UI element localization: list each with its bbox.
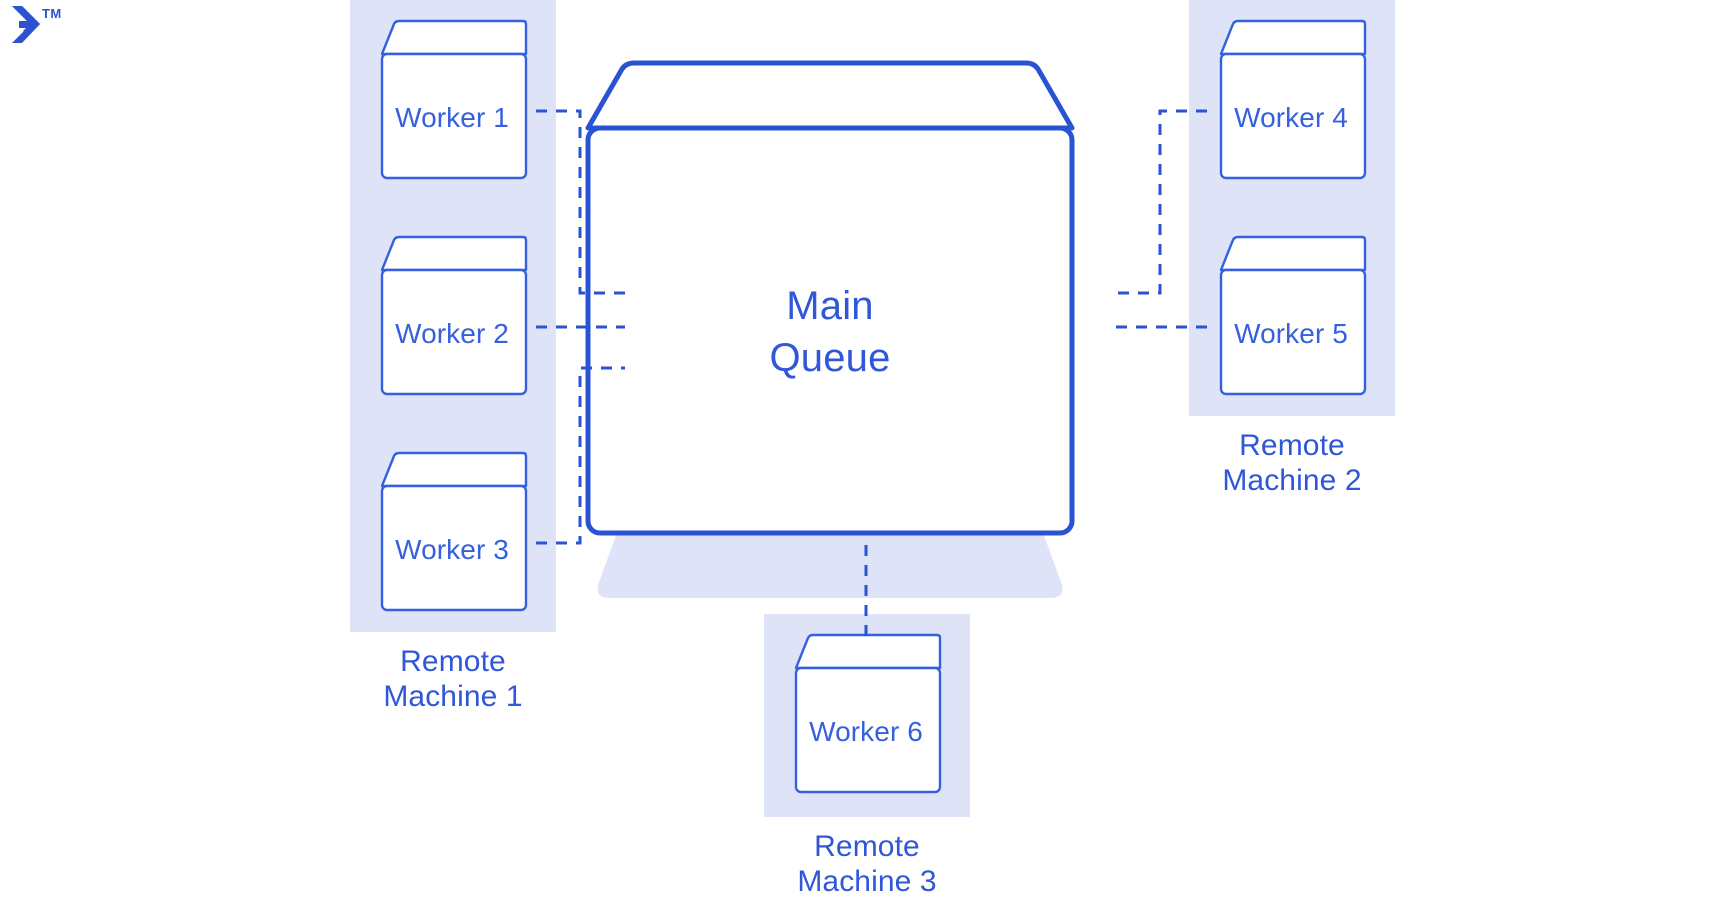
- worker-4-box[interactable]: Worker 4: [1207, 18, 1375, 182]
- worker-5-box[interactable]: Worker 5: [1207, 234, 1375, 398]
- trademark-symbol: TM: [42, 6, 62, 21]
- worker-2-box[interactable]: Worker 2: [368, 234, 536, 398]
- worker-3-box[interactable]: Worker 3: [368, 450, 536, 614]
- toptal-logo-icon: TM: [6, 2, 62, 48]
- remote-machine-1-label: Remote Machine 1: [330, 644, 576, 715]
- remote-machine-3-label-line1: Remote: [814, 830, 920, 863]
- worker-1-box[interactable]: Worker 1: [368, 18, 536, 182]
- remote-machine-3-label: Remote Machine 3: [744, 829, 990, 900]
- remote-machine-1-label-line1: Remote: [400, 645, 506, 678]
- main-queue-box[interactable]: Main Queue: [580, 55, 1080, 598]
- worker-6-box[interactable]: Worker 6: [782, 632, 950, 796]
- remote-machine-3-label-line2: Machine 3: [797, 865, 937, 899]
- remote-machine-2-label-line2: Machine 2: [1222, 464, 1362, 498]
- remote-machine-1-label-line2: Machine 1: [383, 680, 523, 714]
- remote-machine-2-label-line1: Remote: [1239, 429, 1345, 462]
- remote-machine-2-label: Remote Machine 2: [1169, 428, 1415, 499]
